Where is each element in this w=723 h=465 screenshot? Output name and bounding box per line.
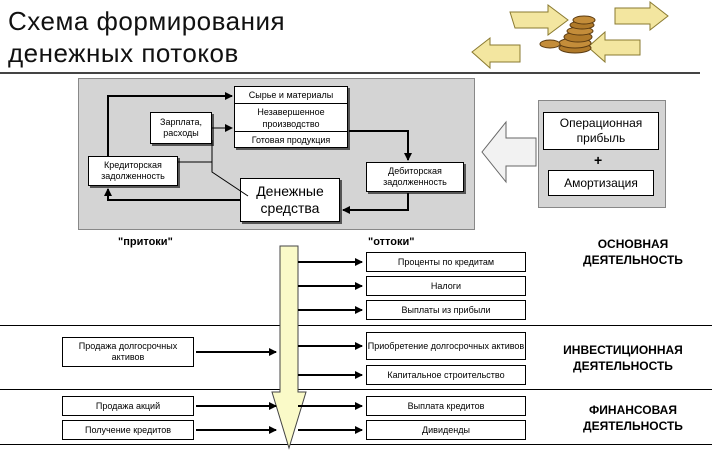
section-financing: ФИНАНСОВАЯ ДЕЯТЕЛЬНОСТЬ <box>583 403 683 433</box>
outflow-interest: Проценты по кредитам <box>366 252 526 272</box>
title-line-1: Схема формирования <box>8 6 286 36</box>
operating-profit-box: Операционная прибыль <box>543 112 659 150</box>
outflow-acquisition-assets: Приобретение долгосрочных активов <box>366 332 526 360</box>
profit-arrow <box>481 120 537 184</box>
outflow-profit-payouts: Выплаты из прибыли <box>366 300 526 320</box>
inflow-sale-long-term-assets: Продажа долгосрочных активов <box>62 337 194 367</box>
section-investing: ИНВЕСТИЦИОННАЯ ДЕЯТЕЛЬНОСТЬ <box>563 343 683 373</box>
production-stages-box: Сырье и материалы Незавершенное производ… <box>234 86 348 148</box>
separator-investing <box>0 325 712 326</box>
separator-bottom <box>0 444 712 445</box>
coins-icon <box>539 15 596 54</box>
receivables-box: Дебиторская задолженность <box>366 162 464 192</box>
outflow-loan-repayment: Выплата кредитов <box>366 396 526 416</box>
plus-sign: + <box>594 152 603 168</box>
materials-label: Сырье и материалы <box>235 87 347 104</box>
outflows-label: "оттоки" <box>368 236 415 248</box>
inflows-label: "притоки" <box>118 236 173 248</box>
salary-expenses-box: Зарплата, расходы <box>150 112 212 144</box>
section-operating: ОСНОВНАЯ ДЕЯТЕЛЬНОСТЬ <box>583 237 683 267</box>
inflow-sale-shares: Продажа акций <box>62 396 194 416</box>
cash-box: Денежные средства <box>240 178 340 222</box>
outflow-dividends: Дивиденды <box>366 420 526 440</box>
payables-box: Кредиторская задолженность <box>88 156 178 186</box>
separator-financing <box>0 389 712 390</box>
wip-label: Незавершенное производство <box>235 104 347 132</box>
title-underline <box>0 72 700 74</box>
title-line-2: денежных потоков <box>8 38 239 68</box>
outflow-taxes: Налоги <box>366 276 526 296</box>
cash-flow-down-arrow <box>271 245 307 450</box>
cycle-arrows-icon <box>471 0 669 70</box>
inflow-loans: Получение кредитов <box>62 420 194 440</box>
outflow-capital-construction: Капитальное строительство <box>366 365 526 385</box>
finished-goods-label: Готовая продукция <box>251 135 331 145</box>
depreciation-box: Амортизация <box>548 170 654 196</box>
